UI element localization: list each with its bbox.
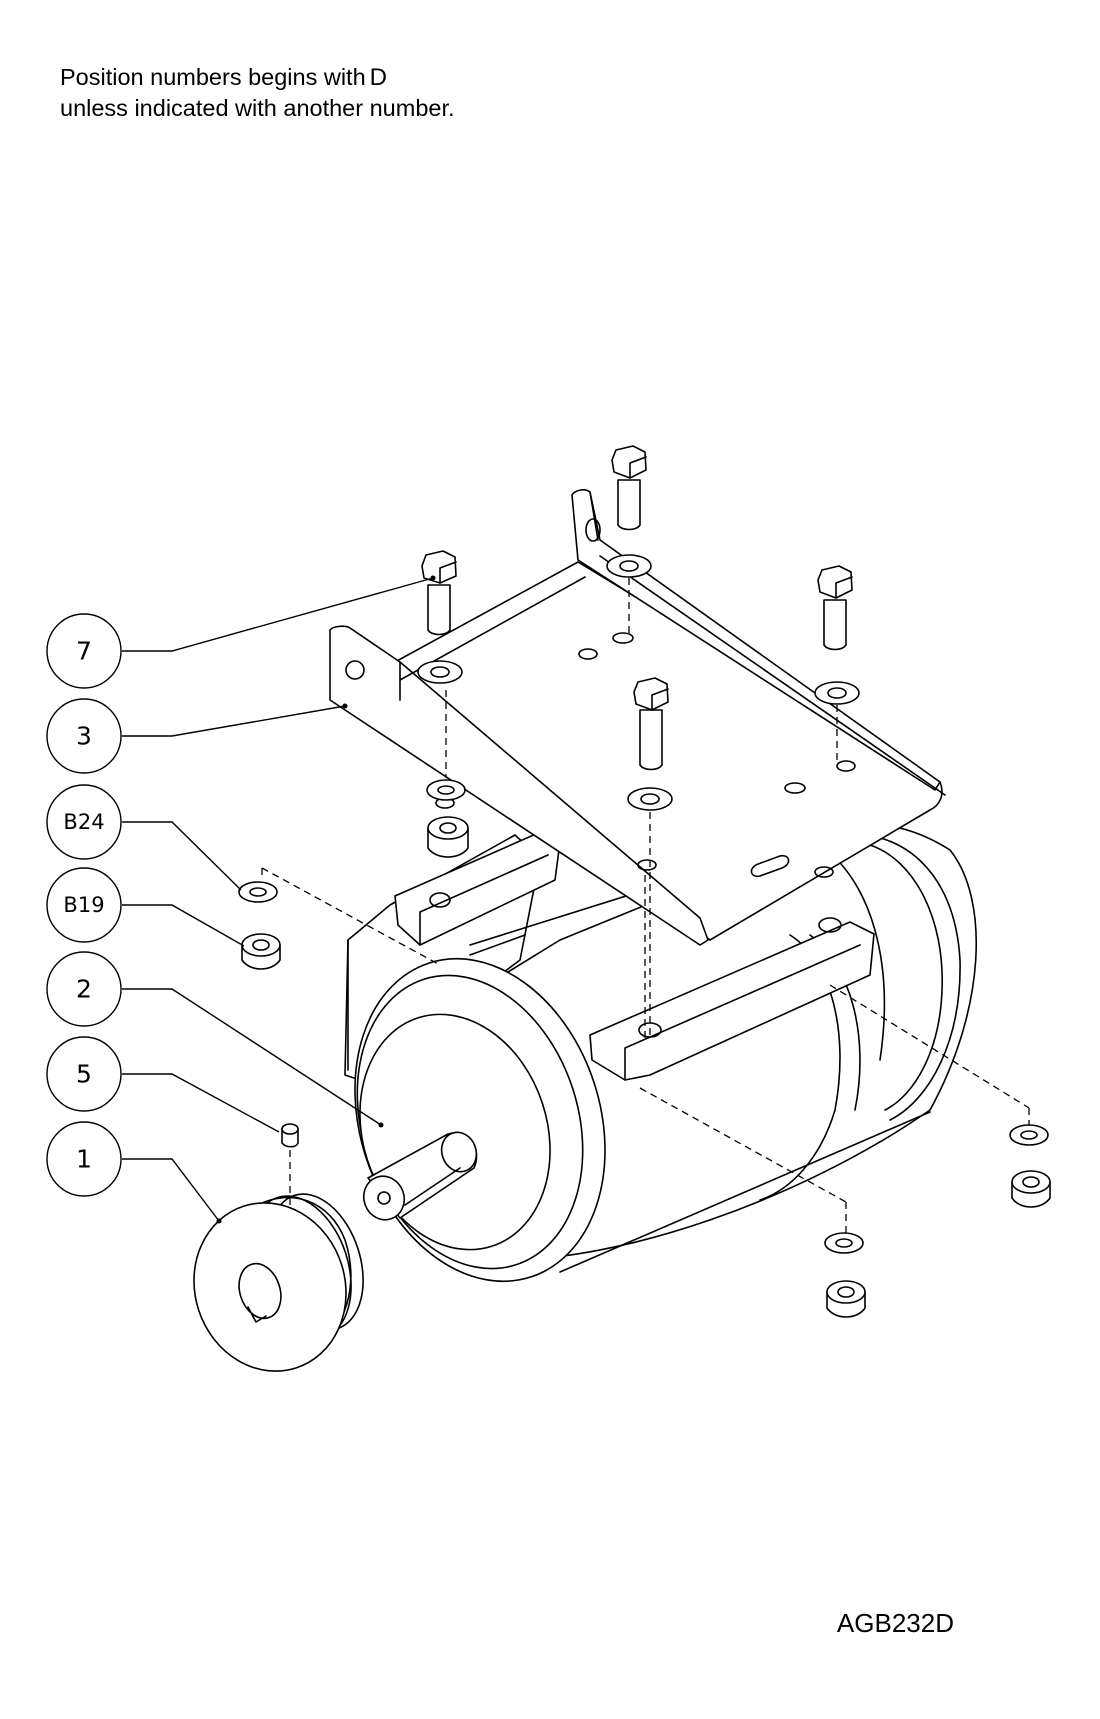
note-letter: D bbox=[369, 64, 388, 91]
drawing-code: AGB232D bbox=[836, 1608, 954, 1638]
note-line-1: Position numbers begins with bbox=[60, 64, 366, 90]
callout-2: 2 bbox=[46, 951, 122, 1027]
motor bbox=[344, 822, 977, 1283]
pulley bbox=[193, 1193, 364, 1372]
callout-3-label: 3 bbox=[76, 722, 92, 751]
callout-1-label: 1 bbox=[76, 1145, 92, 1174]
callout-b19: B19 bbox=[46, 867, 122, 943]
assembly-dash-lines bbox=[261, 578, 1030, 1233]
bolt-group bbox=[421, 445, 853, 771]
callout-7: 7 bbox=[46, 613, 122, 689]
fasteners bbox=[238, 554, 1051, 1318]
set-screw bbox=[281, 1123, 299, 1148]
callout-b24-label: B24 bbox=[63, 810, 104, 834]
callout-7-label: 7 bbox=[76, 637, 92, 666]
note-line-2: unless indicated with another number. bbox=[60, 95, 455, 121]
callout-3: 3 bbox=[46, 698, 122, 774]
callout-1: 1 bbox=[46, 1121, 122, 1197]
callout-b24: B24 bbox=[46, 784, 122, 860]
mounting-bracket bbox=[329, 489, 946, 946]
callout-b19-label: B19 bbox=[63, 893, 104, 917]
callout-2-label: 2 bbox=[76, 975, 92, 1004]
callout-5-label: 5 bbox=[76, 1060, 92, 1089]
callout-5: 5 bbox=[46, 1036, 122, 1112]
leader-lines bbox=[122, 575, 436, 1224]
